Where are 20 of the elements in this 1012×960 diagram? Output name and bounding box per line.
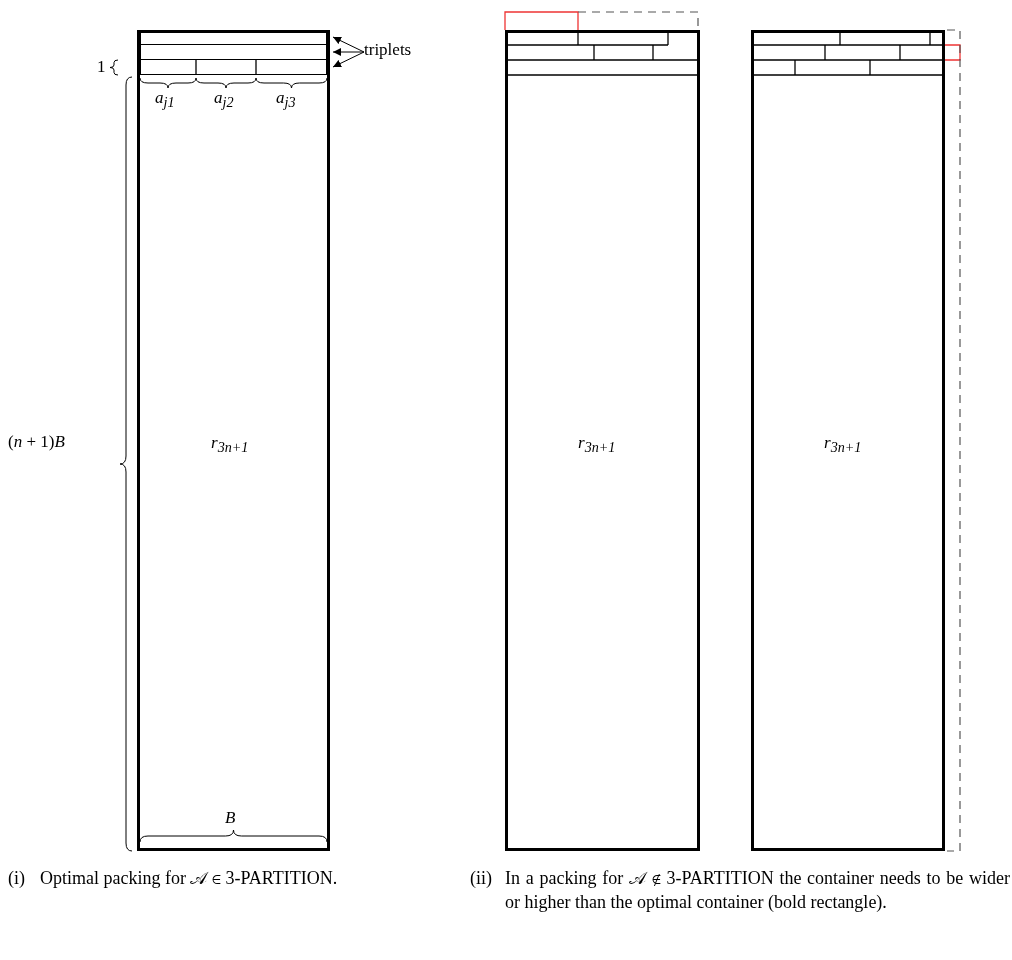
caption-number: (ii) <box>470 867 492 890</box>
dimension-label: B <box>225 808 236 829</box>
caption-text: In a packing for 𝒜 ∉ 3-PARTITION the container needs to be wider or higher than the optimal container (bold rectangle). <box>505 867 1010 914</box>
container-rectangle <box>137 30 330 851</box>
dimension-label: a$_{j1}$ <box>155 88 175 112</box>
dimension-label: (n + 1)B <box>8 432 65 453</box>
dimension-label: 1 <box>97 57 106 78</box>
region-label: r$_{3n+1}$ <box>211 433 249 457</box>
caption-text: Optimal packing for 𝒜 ∈ 3-PARTITION. <box>40 867 339 890</box>
container-rectangle <box>751 30 945 851</box>
caption-number: (i) <box>8 867 25 890</box>
dimension-label: a$_{j2}$ <box>214 88 234 112</box>
region-label: r$_{3n+1}$ <box>824 433 862 457</box>
arrow <box>332 51 365 68</box>
arrow <box>332 36 365 53</box>
container-rectangle <box>505 30 700 851</box>
dimension-label: a$_{j3}$ <box>276 88 296 112</box>
arrow <box>332 48 365 56</box>
node-label: triplets <box>364 40 412 60</box>
region-label: r$_{3n+1}$ <box>578 433 616 457</box>
